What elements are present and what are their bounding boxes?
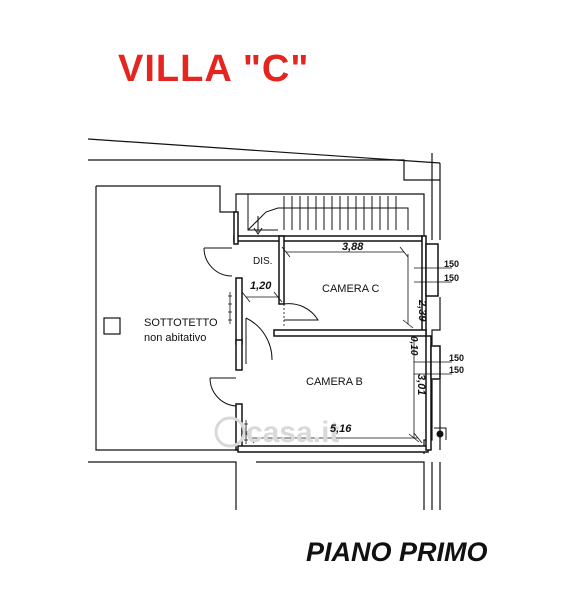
- wall: [235, 277, 243, 345]
- room-label-sottotetto: SOTTOTETTO: [144, 317, 218, 329]
- dimension-camera-b-width: 5,16: [330, 423, 352, 435]
- dimension-wall-thickness: 0,10: [408, 336, 419, 356]
- wall: [278, 235, 285, 305]
- room-label-sottotetto-note: non abitativo: [144, 332, 206, 344]
- staircase-frame: [247, 194, 409, 231]
- door-swing: [245, 317, 273, 364]
- roof-edge-line: [87, 138, 441, 164]
- room-label-camera-c: CAMERA C: [322, 283, 380, 295]
- plan-title: VILLA "C": [118, 48, 310, 90]
- service-point-icon: [434, 427, 447, 440]
- wall: [233, 235, 423, 242]
- building-outline: [88, 461, 237, 510]
- wall: [233, 211, 239, 245]
- building-outline: [256, 461, 425, 510]
- window: [430, 345, 441, 380]
- door-swing: [203, 247, 233, 277]
- window-height-label: 150: [449, 353, 464, 363]
- window: [425, 243, 439, 297]
- door-swing: [209, 377, 237, 407]
- dimension-camera-b-depth: 3,01: [415, 374, 427, 395]
- room-label-camera-b: CAMERA B: [306, 376, 363, 388]
- building-outline: [95, 186, 238, 451]
- room-label-dis: DIS.: [253, 256, 272, 267]
- wall: [273, 329, 427, 337]
- window-height-label: 150: [444, 259, 459, 269]
- wall-hatch: [228, 292, 232, 324]
- wall: [425, 335, 432, 451]
- dimension-dis-width: 1,20: [250, 280, 272, 292]
- door-swing: [283, 303, 319, 321]
- dimension-line: [241, 291, 283, 303]
- floor-label: PIANO PRIMO: [306, 537, 488, 567]
- dimension-line: [245, 432, 423, 444]
- staircase-arrow: [253, 216, 263, 235]
- window-height-label: 150: [449, 365, 464, 375]
- building-outline: [431, 297, 441, 345]
- dimension-line: [402, 254, 414, 329]
- dimension-line: [281, 246, 409, 258]
- watermark-text: casa.it: [246, 416, 339, 449]
- window-height-label: 150: [444, 273, 459, 283]
- wall: [235, 339, 243, 371]
- roof-hatch: [103, 317, 121, 335]
- staircase-steps: [283, 196, 397, 230]
- dimension-line: [414, 267, 452, 283]
- watermark-logo-icon: [214, 416, 246, 448]
- wall-hatch: [244, 420, 248, 444]
- dimension-line: [414, 361, 452, 375]
- service-point-icon: [436, 430, 444, 438]
- dimension-camera-c-depth: 2,39: [416, 299, 428, 322]
- dimension-camera-c-width: 3,88: [342, 241, 364, 253]
- roof-edge-line: [88, 159, 440, 181]
